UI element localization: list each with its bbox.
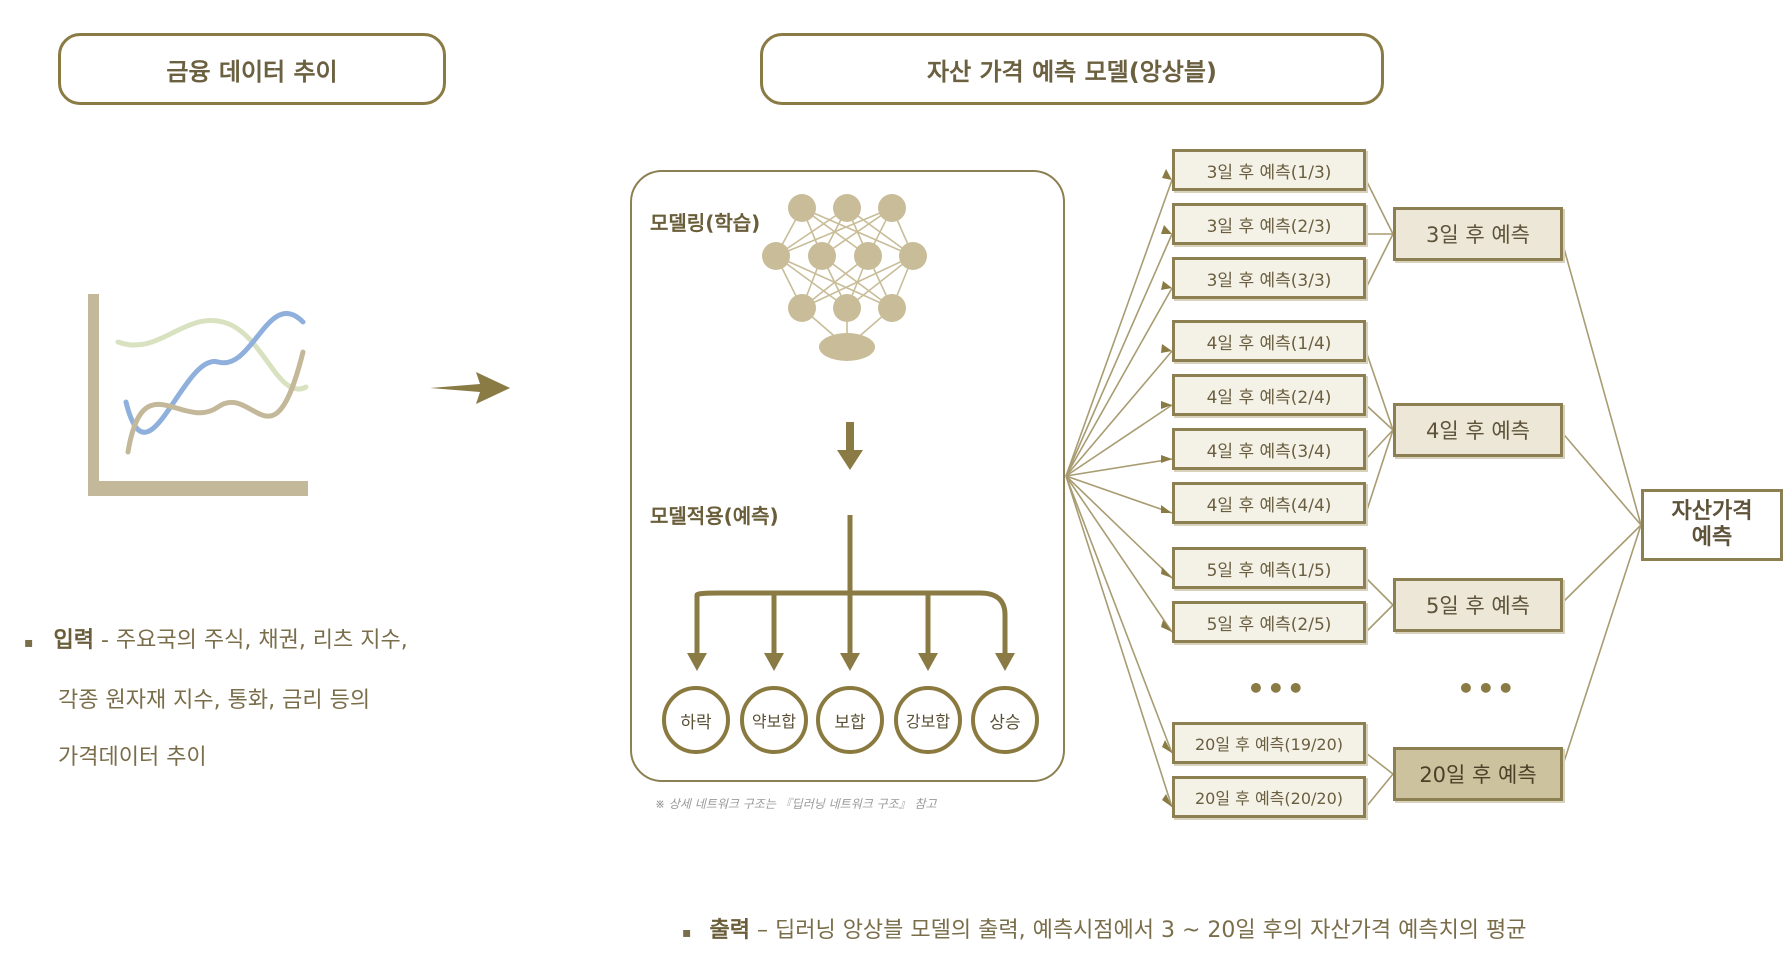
prediction-box: 5일 후 예측(1/5) xyxy=(1172,547,1366,589)
prediction-label: 4일 후 예측(2/4) xyxy=(1206,387,1332,408)
prediction-label: 5일 후 예측(1/5) xyxy=(1206,560,1332,581)
input-line-2: 각종 원자재 지수, 통화, 금리 등의 xyxy=(58,688,371,713)
header-prediction-model: 자산 가격 예측 모델(앙상블) xyxy=(760,33,1384,105)
group-box: 4일 후 예측 xyxy=(1393,403,1563,457)
right-arrow-icon xyxy=(430,372,510,404)
prediction-box: 3일 후 예측(1/3) xyxy=(1172,149,1366,191)
output-title: 출력 xyxy=(709,918,750,943)
prediction-label: 5일 후 예측(2/5) xyxy=(1206,614,1332,635)
final-line-2: 예측 xyxy=(1691,525,1733,550)
class-label: 약보합 xyxy=(751,712,797,731)
model-panel xyxy=(630,170,1065,782)
header-financial-data-label: 금융 데이터 추이 xyxy=(166,57,338,86)
group-label: 20일 후 예측 xyxy=(1419,763,1537,787)
header-prediction-model-label: 자산 가격 예측 모델(앙상블) xyxy=(927,57,1217,86)
input-description: ▪입력 - 주요국의 주식, 채권, 리츠 지수, 각종 원자재 지수, 통화,… xyxy=(24,612,408,786)
prediction-label: 4일 후 예측(1/4) xyxy=(1206,333,1332,354)
final-prediction-box: 자산가격 예측 xyxy=(1641,489,1783,561)
header-financial-data: 금융 데이터 추이 xyxy=(58,33,446,105)
input-line-1: - 주요국의 주식, 채권, 리츠 지수, xyxy=(100,628,408,653)
final-line-1: 자산가격 xyxy=(1671,498,1753,524)
group-box: 5일 후 예측 xyxy=(1393,578,1563,632)
group-label: 4일 후 예측 xyxy=(1426,419,1530,443)
class-circle-weak-flat: 약보합 xyxy=(740,686,808,754)
neural-network-icon xyxy=(762,194,927,361)
prediction-box: 4일 후 예측(2/4) xyxy=(1172,374,1366,416)
ellipsis-predictions: ••• xyxy=(1247,672,1307,705)
class-label: 강보합 xyxy=(905,712,951,731)
output-text: – 딥러닝 앙상블 모델의 출력, 예측시점에서 3 ~ 20일 후의 자산가격… xyxy=(756,918,1527,943)
line-chart-icon xyxy=(88,294,309,496)
prediction-label: 4일 후 예측(4/4) xyxy=(1206,495,1332,516)
prediction-box: 5일 후 예측(2/5) xyxy=(1172,601,1366,643)
prediction-box: 4일 후 예측(1/4) xyxy=(1172,320,1366,362)
applying-label: 모델적용(예측) xyxy=(650,504,779,528)
prediction-label: 20일 후 예측(20/20) xyxy=(1194,789,1343,808)
ellipsis-groups: ••• xyxy=(1457,672,1517,705)
group-label: 3일 후 예측 xyxy=(1426,223,1530,247)
prediction-label: 3일 후 예측(1/3) xyxy=(1206,162,1332,183)
group-box: 3일 후 예측 xyxy=(1393,207,1563,261)
class-branch-arrows xyxy=(687,515,1015,671)
prediction-box: 20일 후 예측(20/20) xyxy=(1172,776,1366,818)
prediction-box: 4일 후 예측(3/4) xyxy=(1172,428,1366,470)
network-structure-note: ※ 상세 네트워크 구조는 『딥러닝 네트워크 구조』 참고 xyxy=(655,797,937,811)
input-line-3: 가격데이터 추이 xyxy=(58,745,207,770)
class-circle-strong-flat: 강보합 xyxy=(894,686,962,754)
input-title: 입력 xyxy=(53,628,94,653)
group-label: 5일 후 예측 xyxy=(1426,594,1530,618)
class-circle-fall: 하락 xyxy=(662,686,730,754)
group-box: 20일 후 예측 xyxy=(1393,747,1563,801)
prediction-label: 4일 후 예측(3/4) xyxy=(1206,441,1332,462)
class-label: 보합 xyxy=(834,712,866,733)
prediction-box: 3일 후 예측(3/3) xyxy=(1172,257,1366,299)
class-circle-rise: 상승 xyxy=(971,686,1039,754)
prediction-label: 3일 후 예측(3/3) xyxy=(1206,270,1332,291)
output-description: ▪출력 – 딥러닝 앙상블 모델의 출력, 예측시점에서 3 ~ 20일 후의 … xyxy=(682,918,1527,943)
class-label: 하락 xyxy=(680,712,712,733)
prediction-box: 4일 후 예측(4/4) xyxy=(1172,482,1366,524)
training-label: 모델링(학습) xyxy=(650,211,761,235)
prediction-box: 20일 후 예측(19/20) xyxy=(1172,722,1366,764)
down-arrow-icon xyxy=(837,422,863,470)
class-circle-flat: 보합 xyxy=(816,686,884,754)
class-label: 상승 xyxy=(989,712,1021,733)
prediction-label: 3일 후 예측(2/3) xyxy=(1206,216,1332,237)
prediction-label: 20일 후 예측(19/20) xyxy=(1194,735,1343,754)
prediction-box: 3일 후 예측(2/3) xyxy=(1172,203,1366,245)
